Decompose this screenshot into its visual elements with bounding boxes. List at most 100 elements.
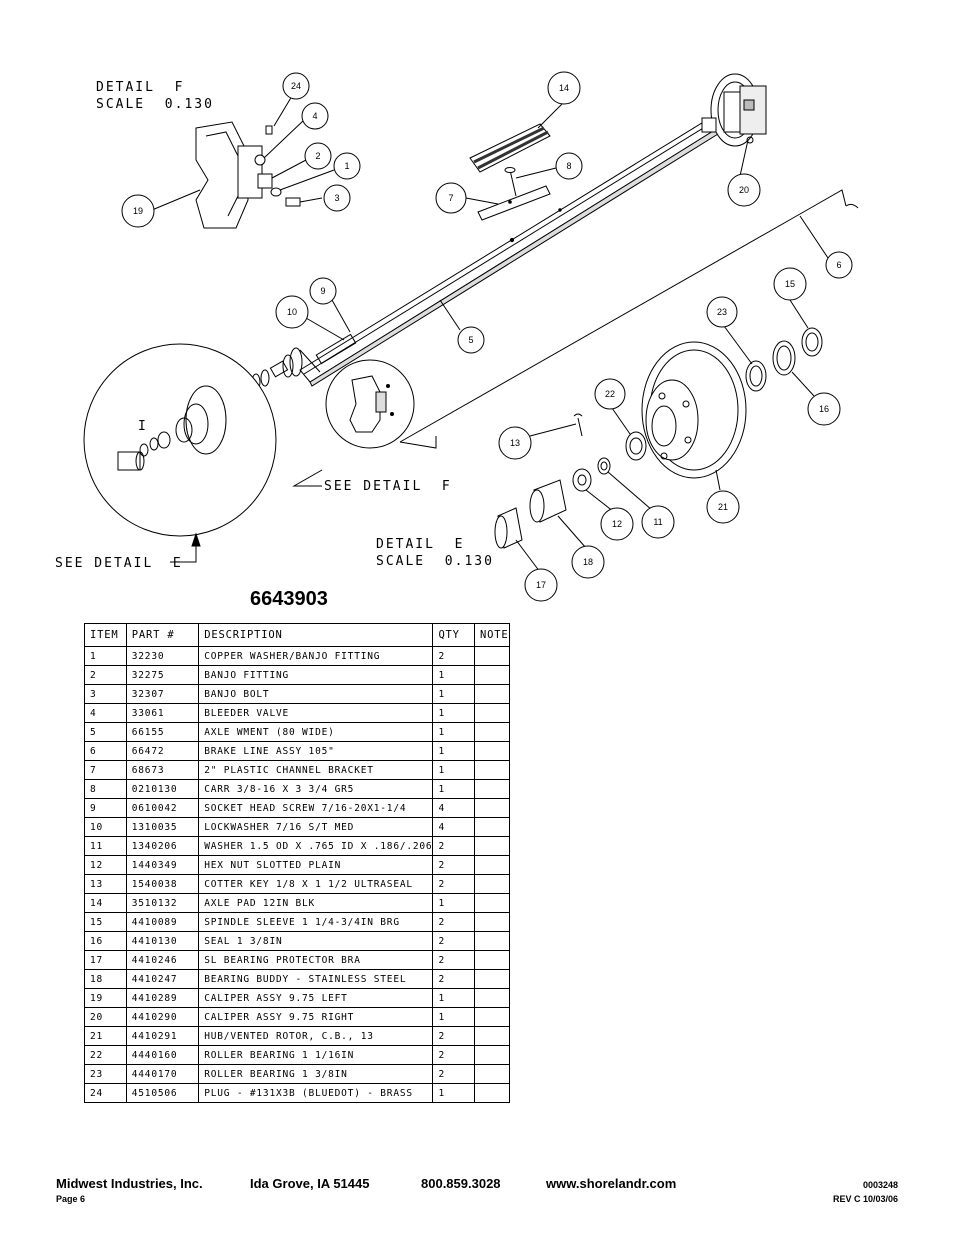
header-description: DESCRIPTION [198,623,434,647]
see-detail-e-label: SEE DETAIL E [55,556,183,571]
cell-part: 33061 [125,703,200,723]
cell-part: 1540038 [125,874,200,894]
cell-qty: 2 [432,836,476,856]
svg-text:23: 23 [717,307,727,317]
cell-part: 66155 [125,722,200,742]
see-detail-f-leader [292,469,323,487]
cell-part: 32307 [125,684,200,704]
header-part: PART # [125,623,200,647]
bubble-23: 23 [706,296,738,328]
cell-item: 13 [84,874,127,894]
cell-qty: 1 [432,1083,476,1103]
cell-item: 2 [84,665,127,685]
cell-qty: 2 [432,1064,476,1084]
cell-item: 16 [84,931,127,951]
cell-description: AXLE WMENT (80 WIDE) [198,722,434,742]
axle-pad [469,123,551,173]
svg-text:9: 9 [320,286,325,296]
bubble-10: 10 [275,295,309,329]
brake-line [399,189,859,449]
svg-text:8: 8 [566,161,571,171]
cell-description: SL BEARING PROTECTOR BRA [198,950,434,970]
cell-note [474,855,510,875]
detail-e-scale: SCALE 0.130 [376,554,494,569]
cell-qty: 2 [432,950,476,970]
bom-header-row: ITEM PART # DESCRIPTION QTY NOTE [84,623,510,647]
footer-page: Page 6 [56,1194,86,1204]
cell-item: 23 [84,1064,127,1084]
cell-part: 32230 [125,646,200,666]
cell-description: AXLE PAD 12IN BLK [198,893,434,913]
cell-qty: 2 [432,969,476,989]
bubble-21: 21 [706,490,740,524]
cell-description: BANJO FITTING [198,665,434,685]
cell-item: 12 [84,855,127,875]
bubble-9: 9 [309,277,337,305]
bubble-16: 16 [807,392,841,426]
detail-e-circle [83,343,277,537]
svg-text:19: 19 [133,206,143,216]
cell-description: LOCKWASHER 7/16 S/T MED [198,817,434,837]
detail-e-title: DETAIL E [376,537,464,552]
bubble-8: 8 [555,152,583,180]
see-detail-f-label: SEE DETAIL F [324,479,452,494]
bearing-parts [494,327,823,549]
cell-item: 19 [84,988,127,1008]
cell-qty: 2 [432,1026,476,1046]
cell-item: 10 [84,817,127,837]
cell-qty: 2 [432,646,476,666]
cell-description: COTTER KEY 1/8 X 1 1/2 ULTRASEAL [198,874,434,894]
svg-text:4: 4 [312,111,317,121]
bubble-24: 24 [282,72,310,100]
cell-note [474,646,510,666]
exploded-parts-drawing: 24 4 2 1 3 19 14 8 7 20 6 9 10 5 15 23 1… [55,71,859,602]
cell-note [474,1045,510,1065]
cell-description: HUB/VENTED ROTOR, C.B., 13 [198,1026,434,1046]
cell-qty: 2 [432,912,476,932]
cell-item: 20 [84,1007,127,1027]
cell-note [474,665,510,685]
cell-description: CARR 3/8-16 X 3 3/4 GR5 [198,779,434,799]
header-qty: QTY [432,623,476,647]
channel-bracket [477,185,551,221]
cell-part: 4410290 [125,1007,200,1027]
cell-qty: 2 [432,931,476,951]
cell-item: 22 [84,1045,127,1065]
svg-text:13: 13 [510,438,520,448]
cell-description: BRAKE LINE ASSY 105" [198,741,434,761]
cell-part: 1340206 [125,836,200,856]
svg-text:11: 11 [653,517,662,527]
cell-part: 1440349 [125,855,200,875]
cell-note [474,950,510,970]
bubble-4: 4 [301,102,329,130]
cell-note [474,741,510,761]
bubble-2: 2 [304,142,332,170]
assembly-part-number: 6643903 [250,588,328,610]
cell-item: 21 [84,1026,127,1046]
cell-description: SPINDLE SLEEVE 1 1/4-3/4IN BRG [198,912,434,932]
svg-text:16: 16 [819,404,829,414]
bubble-3: 3 [323,184,351,212]
cell-qty: 1 [432,741,476,761]
cell-note [474,760,510,780]
cell-note [474,779,510,799]
cell-qty: 1 [432,988,476,1008]
cell-part: 1310035 [125,817,200,837]
cell-note [474,684,510,704]
